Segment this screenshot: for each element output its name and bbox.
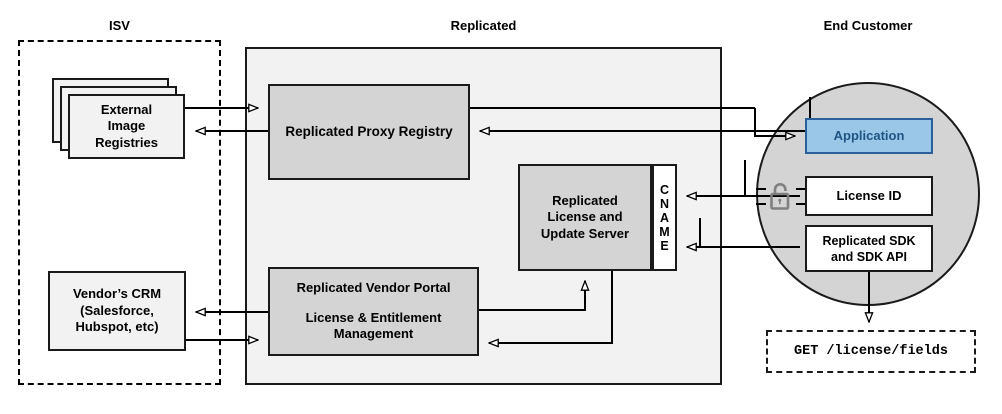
crm-line-2: (Salesforce, <box>80 302 154 318</box>
edge-application-to-proxy <box>480 97 811 131</box>
application-label: Application <box>833 127 905 143</box>
registries-line-1: External <box>100 101 153 117</box>
cname-letter-m: M <box>659 224 670 239</box>
node-external-image-registries[interactable]: External Image Registries <box>68 94 185 159</box>
unlocked-padlock-icon <box>770 183 790 210</box>
cname-letter-e: E <box>660 238 669 253</box>
proxy-registry-label: Replicated Proxy Registry <box>285 124 453 140</box>
crm-line-3: Hubspot, etc) <box>75 319 159 335</box>
cname-letter-a: A <box>659 210 670 225</box>
node-replicated-proxy-registry[interactable]: Replicated Proxy Registry <box>268 84 470 180</box>
node-api-call-get-license-fields[interactable]: GET /license/fields <box>766 330 976 373</box>
edge-licenseserver-to-vendorportal <box>489 271 613 343</box>
node-license-id[interactable]: License ID <box>805 176 933 216</box>
isv-zone-panel <box>18 40 221 385</box>
license-id-label: License ID <box>836 187 902 203</box>
node-replicated-sdk[interactable]: Replicated SDK and SDK API <box>805 225 933 272</box>
license-server-line-2: License and <box>547 209 623 225</box>
api-call-label: GET /license/fields <box>794 344 948 359</box>
edge-vendorportal-to-licenseserver <box>479 281 585 311</box>
node-application[interactable]: Application <box>805 118 933 154</box>
license-server-line-3: Update Server <box>540 225 630 241</box>
registries-line-3: Registries <box>95 134 158 150</box>
license-server-line-1: Replicated <box>552 192 618 208</box>
cname-letter-n: N <box>659 196 670 211</box>
zone-title-end-customer: End Customer <box>823 18 913 33</box>
edge-proxy-to-application <box>754 108 795 136</box>
crm-line-1: Vendor’s CRM <box>72 286 162 302</box>
vendor-portal-line-3: Management <box>333 326 414 342</box>
vendor-portal-line-2: License & Entitlement <box>305 309 442 325</box>
vendor-portal-line-1: Replicated Vendor Portal <box>296 280 451 296</box>
cname-letter-c: C <box>659 182 670 197</box>
zone-title-replicated: Replicated <box>450 18 517 33</box>
node-vendor-crm[interactable]: Vendor’s CRM (Salesforce, Hubspot, etc) <box>48 271 186 351</box>
sdk-line-2: and SDK API <box>831 249 907 264</box>
zone-title-isv: ISV <box>109 18 130 33</box>
node-replicated-license-update-server[interactable]: Replicated License and Update Server <box>518 164 652 271</box>
node-replicated-vendor-portal[interactable]: Replicated Vendor Portal License & Entit… <box>268 267 479 356</box>
registries-line-2: Image <box>107 118 146 134</box>
node-cname-strip[interactable]: C N A M E <box>652 164 677 271</box>
sdk-line-1: Replicated SDK <box>822 233 916 248</box>
